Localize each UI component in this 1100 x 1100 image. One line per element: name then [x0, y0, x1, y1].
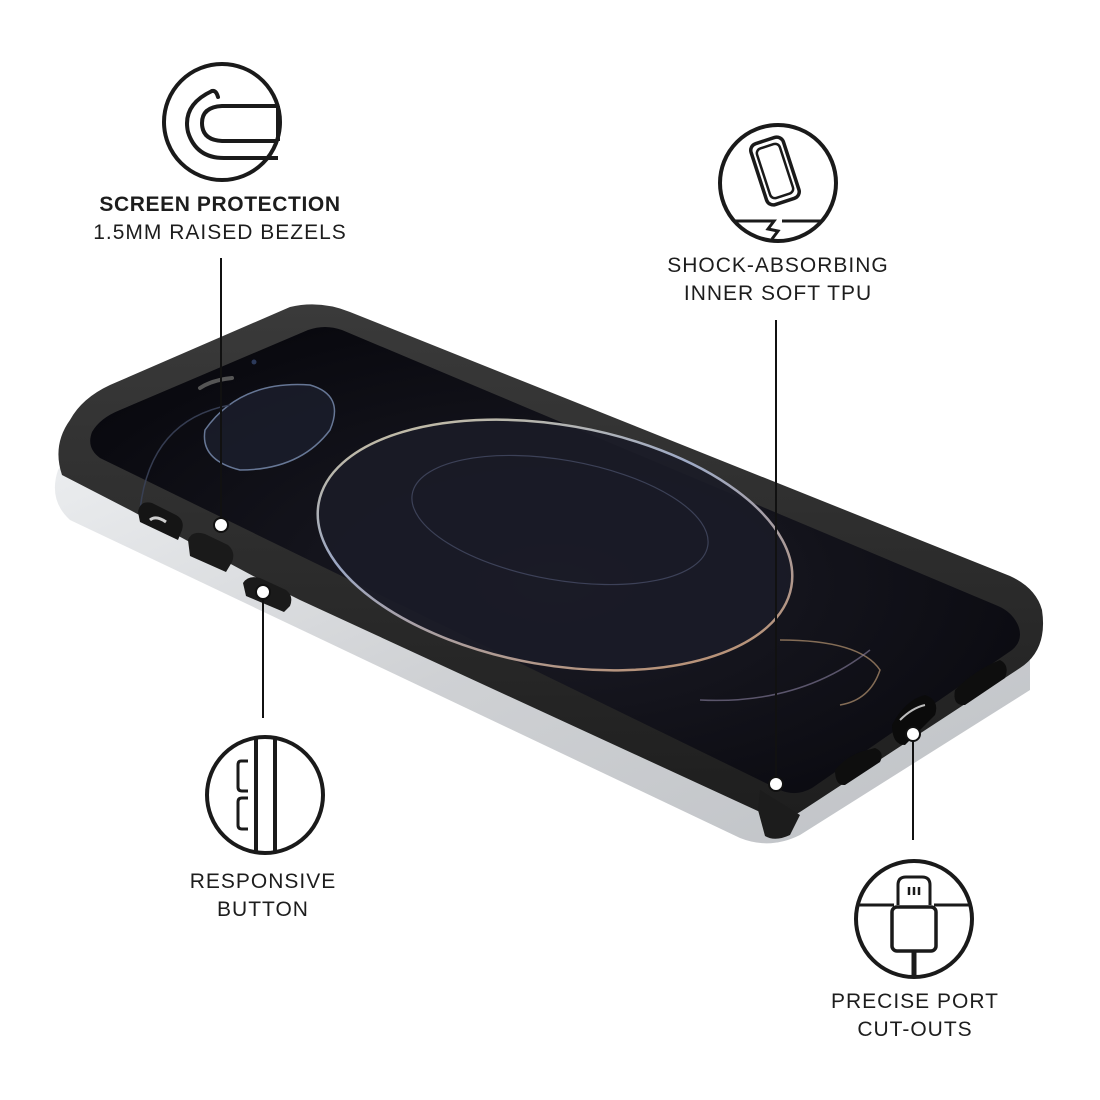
shock-absorbing-label: SHOCK-ABSORBING INNER SOFT TPU	[626, 252, 930, 308]
charging-port-icon	[854, 859, 974, 979]
responsive-button-line2: BUTTON	[217, 898, 309, 921]
responsive-button-label: RESPONSIVE BUTTON	[133, 868, 393, 924]
precise-port-line1: PRECISE PORT	[831, 990, 999, 1013]
precise-port-label: PRECISE PORT CUT-OUTS	[780, 988, 1050, 1044]
screen-protection-label: SCREEN PROTECTION 1.5MM RAISED BEZELS	[70, 191, 370, 247]
speaker-grille-right	[954, 660, 1007, 706]
screen-protection-subtitle: 1.5MM RAISED BEZELS	[93, 221, 347, 244]
shock-absorbing-line2: INNER SOFT TPU	[683, 282, 873, 305]
precise-port-pointer-line	[912, 740, 914, 840]
screen-protection-pointer-dot	[213, 517, 229, 533]
precise-port-line2: CUT-OUTS	[857, 1018, 973, 1041]
phone-drop-icon	[718, 123, 838, 243]
screen-protection-title: SCREEN PROTECTION	[99, 193, 341, 216]
bezel-curve-icon	[162, 62, 282, 182]
side-button-icon	[205, 735, 325, 855]
speaker-grille-left	[835, 748, 882, 786]
charging-port	[892, 695, 937, 745]
responsive-button-line1: RESPONSIVE	[189, 870, 337, 893]
wallpaper-graphics	[139, 383, 881, 706]
responsive-button-pointer-line	[262, 598, 264, 718]
volume-up-button	[188, 532, 234, 572]
shock-absorbing-pointer-line	[775, 320, 777, 780]
mute-switch-cutout	[138, 502, 183, 540]
shock-absorbing-line1: SHOCK-ABSORBING	[667, 254, 889, 277]
screen-protection-pointer-line	[220, 258, 222, 522]
shock-absorbing-pointer-dot	[768, 776, 784, 792]
